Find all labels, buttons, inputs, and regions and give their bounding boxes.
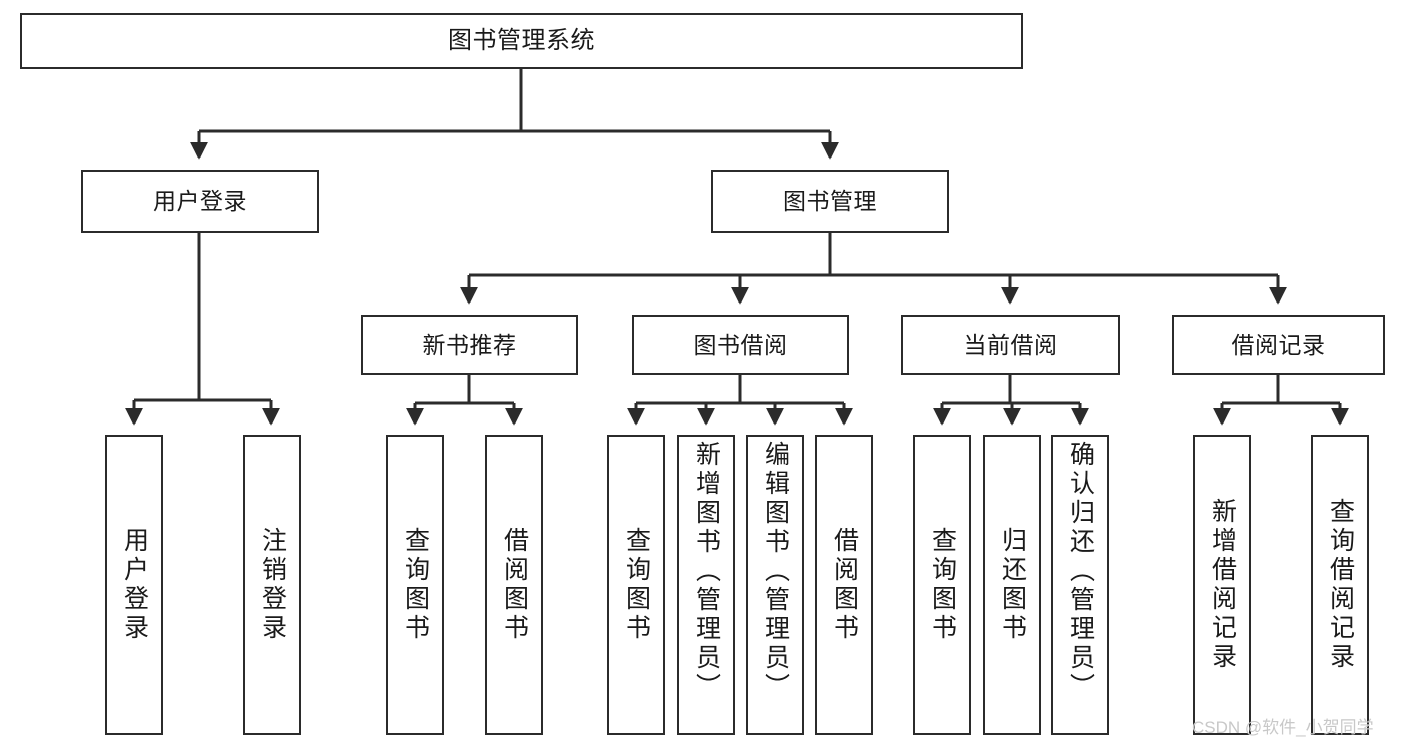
node-book-borrow[interactable]: 图书借阅 [632, 315, 849, 375]
leaf-add-borrow-record[interactable]: 新增借阅记录 [1193, 435, 1251, 735]
node-label: 查询图书 [928, 527, 957, 643]
node-label: 图书管理 [783, 188, 877, 215]
node-label: 归还图书 [998, 527, 1027, 643]
leaf-edit-book[interactable]: 编辑图书（管理员） [746, 435, 804, 735]
leaf-query-borrow-record[interactable]: 查询借阅记录 [1311, 435, 1369, 735]
leaf-borrow-book-2[interactable]: 借阅图书 [815, 435, 873, 735]
node-label: 图书管理系统 [448, 27, 595, 55]
node-label: 编辑图书（管理员） [761, 441, 790, 702]
leaf-add-book[interactable]: 新增图书（管理员） [677, 435, 735, 735]
node-label: 注销登录 [258, 527, 287, 643]
leaf-user-login[interactable]: 用户登录 [105, 435, 163, 735]
leaf-query-book-3[interactable]: 查询图书 [913, 435, 971, 735]
leaf-return-book[interactable]: 归还图书 [983, 435, 1041, 735]
node-label: 图书借阅 [693, 331, 788, 358]
node-label: 借阅图书 [500, 527, 529, 643]
node-label: 新增借阅记录 [1208, 498, 1237, 672]
node-label: 借阅记录 [1231, 331, 1326, 358]
node-label: 查询借阅记录 [1326, 498, 1355, 672]
node-label: 新增图书（管理员） [692, 441, 721, 702]
node-root-system[interactable]: 图书管理系统 [20, 13, 1023, 69]
leaf-query-book-1[interactable]: 查询图书 [386, 435, 444, 735]
node-label: 用户登录 [120, 527, 149, 643]
node-label: 当前借阅 [963, 331, 1058, 358]
leaf-query-book-2[interactable]: 查询图书 [607, 435, 665, 735]
csdn-watermark: CSDN @软件_小贺同学 [1192, 718, 1374, 737]
node-book-management[interactable]: 图书管理 [711, 170, 949, 233]
node-current-borrow[interactable]: 当前借阅 [901, 315, 1120, 375]
leaf-borrow-book-1[interactable]: 借阅图书 [485, 435, 543, 735]
node-label: 用户登录 [153, 188, 247, 215]
node-label: 查询图书 [622, 527, 651, 643]
leaf-logout[interactable]: 注销登录 [243, 435, 301, 735]
node-user-login[interactable]: 用户登录 [81, 170, 319, 233]
node-label: 查询图书 [401, 527, 430, 643]
node-borrow-record[interactable]: 借阅记录 [1172, 315, 1385, 375]
node-label: 新书推荐 [422, 331, 517, 358]
node-label: 确认归还（管理员） [1066, 441, 1095, 702]
node-label: 借阅图书 [830, 527, 859, 643]
leaf-confirm-return[interactable]: 确认归还（管理员） [1051, 435, 1109, 735]
node-new-book-recommend[interactable]: 新书推荐 [361, 315, 578, 375]
